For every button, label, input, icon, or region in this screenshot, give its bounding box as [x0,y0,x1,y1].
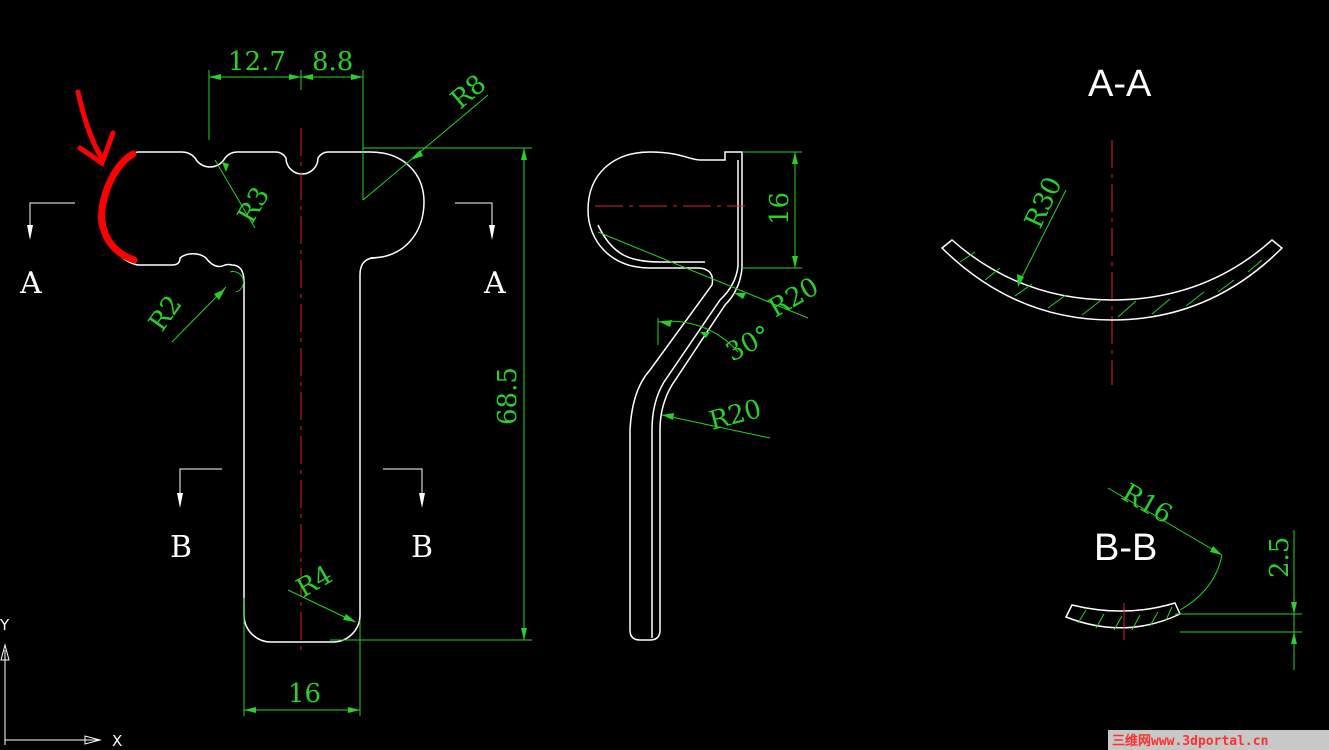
dim-r3: R3 [232,182,276,228]
watermark-bg [1108,730,1329,750]
watermark: 三维网www.3dportal.cn [1112,733,1268,749]
view-title-bb: B-B [1094,527,1157,569]
ucs-y-label: Y [0,616,10,634]
dim-8-8: 8.8 [312,47,353,77]
view-title-aa: A-A [1088,63,1152,105]
bb-hatch [1077,606,1173,631]
front-view [103,151,425,643]
section-markers [29,202,493,493]
aa-section-shape [940,239,1284,321]
bb-section-shape [1064,602,1181,629]
red-arrow-icon [75,89,116,167]
section-aa [940,189,1284,321]
dim-r16: R16 [1117,478,1178,530]
dim-12-7: 12.7 [228,47,286,77]
side-dim-arrows [660,152,798,420]
front-dimensions [171,70,532,716]
dim-16-bottom: 16 [288,679,321,709]
front-dim-arrows [209,74,527,713]
section-arrows [27,225,495,508]
ucs-x-label: X [112,732,122,750]
dim-r20-upper: R20 [764,272,825,324]
dim-68-5: 68.5 [493,367,523,425]
front-view-outline [138,151,425,643]
red-annotation [75,89,138,264]
dim-r20-lower: R20 [706,394,765,437]
aa-hatch [959,251,1263,318]
dim-r2: R2 [143,290,188,337]
dim-angle-30: 30° [721,320,776,368]
ucs-icon [0,643,102,745]
dim-2-5: 2.5 [1265,537,1295,578]
dim-16-side: 16 [765,192,795,225]
side-view-inner [597,160,739,638]
dim-r30: R30 [1019,173,1068,233]
section-bb [1064,487,1302,670]
section-label-a-right: A [483,266,506,301]
section-label-b-left: B [170,530,192,565]
section-label-a-left: A [19,266,42,301]
side-view-outer [587,151,743,641]
section-label-b-right: B [411,530,433,565]
dim-r8: R8 [445,69,492,115]
highlight-arc [98,150,138,264]
dim-r4: R4 [292,560,338,604]
side-view [587,151,743,641]
